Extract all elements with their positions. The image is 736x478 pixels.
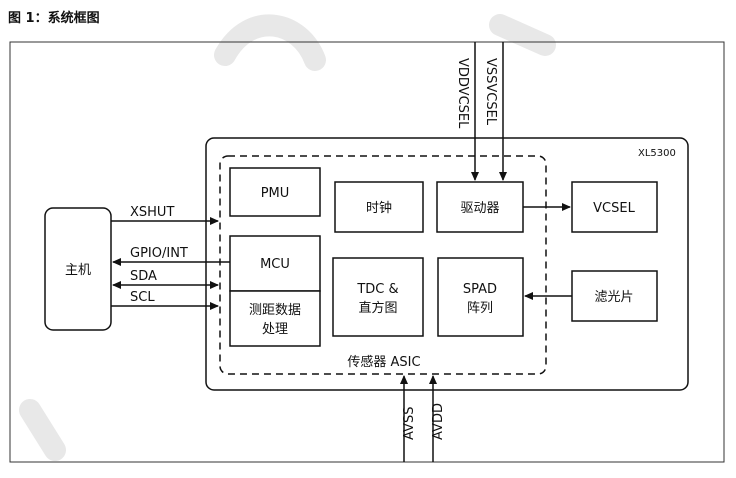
host-block — [44, 207, 112, 331]
spad-block — [437, 257, 524, 337]
host-label: 主机 — [65, 263, 91, 278]
tdc-label-1: TDC & — [356, 282, 398, 297]
xshut-label: XSHUT — [130, 205, 174, 220]
driver-label: 驱动器 — [460, 201, 499, 216]
figure-title: 图 1：系统框图 — [8, 10, 100, 26]
vcsel-label: VCSEL — [593, 201, 635, 216]
filter-label: 滤光片 — [594, 290, 633, 305]
avdd-label: AVDD — [431, 403, 446, 440]
spad-label-2: 阵列 — [467, 301, 493, 316]
scl-label: SCL — [130, 290, 155, 305]
chip-boundary — [205, 137, 689, 391]
vcsel-block — [571, 181, 658, 233]
asic-label: 传感器 ASIC — [347, 354, 420, 370]
vddvcsel-label: VDDVCSEL — [455, 58, 470, 129]
clock-block — [334, 181, 424, 233]
tdc-block — [332, 257, 424, 337]
asic-boundary — [219, 155, 547, 375]
mcu-label: MCU — [260, 257, 290, 272]
pmu-block — [229, 167, 321, 217]
clock-label: 时钟 — [366, 200, 392, 216]
processing-block — [229, 290, 321, 347]
sda-label: SDA — [130, 269, 157, 284]
vssvcsel-label: VSSVCSEL — [483, 58, 498, 126]
filter-block — [571, 270, 658, 322]
chip-name: XL5300 — [638, 148, 676, 159]
pmu-label: PMU — [261, 186, 290, 201]
processing-label-1: 测距数据 — [249, 303, 301, 318]
processing-label-2: 处理 — [262, 322, 288, 337]
gpio-label: GPIO/INT — [130, 246, 188, 261]
figure-frame — [9, 41, 725, 463]
spad-label-1: SPAD — [463, 282, 497, 297]
avss-label: AVSS — [402, 407, 417, 440]
tdc-label-2: 直方图 — [358, 300, 397, 316]
